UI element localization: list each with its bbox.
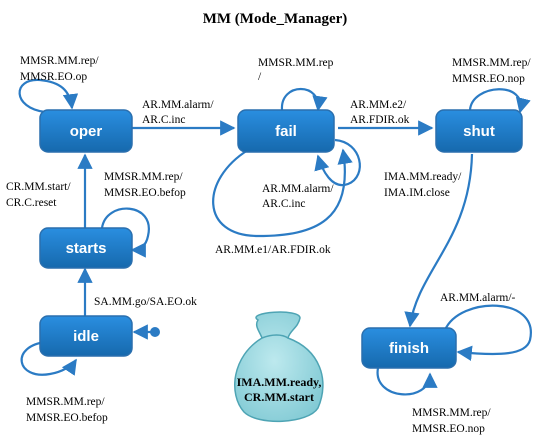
initial-state-dot bbox=[150, 327, 160, 337]
oper-to-fail-label-line1: AR.MM.alarm/ bbox=[142, 99, 214, 111]
idle-self-loop bbox=[20, 340, 77, 376]
fail-self-loop-large bbox=[212, 148, 353, 238]
state-finish[interactable]: finish bbox=[361, 327, 457, 369]
bag-label-line2: CR.MM.start bbox=[244, 390, 314, 404]
state-shut-label: shut bbox=[463, 123, 495, 140]
shut-to-finish-label-line2: IMA.IM.close bbox=[384, 187, 450, 199]
finish-self-bottom-label-line1: MMSR.MM.rep/ bbox=[412, 407, 491, 419]
shut-self-label-line1: MMSR.MM.rep/ bbox=[452, 57, 531, 69]
shut-self-loop bbox=[468, 88, 531, 114]
bag-label-line1: IMA.MM.ready, bbox=[237, 375, 322, 389]
state-idle[interactable]: idle bbox=[39, 315, 133, 357]
fail-self-top-label-line1: MMSR.MM.rep bbox=[258, 57, 334, 69]
oper-to-fail-label-line2: AR.C.inc bbox=[142, 114, 185, 126]
state-oper-label: oper bbox=[70, 123, 103, 140]
state-finish-label: finish bbox=[389, 340, 429, 357]
fail-to-shut-label-line1: AR.MM.e2/ bbox=[350, 99, 407, 111]
shut-to-finish-label-line1: IMA.MM.ready/ bbox=[384, 171, 462, 183]
finish-self-top-label: AR.MM.alarm/- bbox=[440, 292, 516, 304]
starts-to-oper-label-line2: CR.C.reset bbox=[6, 197, 57, 209]
finish-self-loop-bottom bbox=[376, 367, 438, 396]
state-starts[interactable]: starts bbox=[39, 227, 133, 269]
starts-to-oper-label-line1: CR.MM.start/ bbox=[6, 181, 71, 193]
finish-self-bottom-label-line2: MMSR.EO.nop bbox=[412, 423, 485, 435]
fail-self-large-label: AR.MM.e1/AR.FDIR.ok bbox=[215, 244, 331, 256]
state-shut[interactable]: shut bbox=[435, 109, 523, 153]
state-oper[interactable]: oper bbox=[39, 109, 133, 153]
starts-self-label-line1: MMSR.MM.rep/ bbox=[104, 171, 183, 183]
idle-to-starts-label: SA.MM.go/SA.EO.ok bbox=[94, 296, 197, 308]
shut-self-label-line2: MMSR.EO.nop bbox=[452, 73, 525, 85]
oper-self-loop bbox=[18, 78, 79, 114]
idle-self-label-line1: MMSR.MM.rep/ bbox=[26, 396, 105, 408]
fail-self-loop-top bbox=[280, 87, 328, 112]
state-fail[interactable]: fail bbox=[237, 109, 335, 153]
oper-self-label-line2: MMSR.EO.op bbox=[20, 71, 87, 83]
fail-self-top-label-line2: / bbox=[258, 71, 262, 83]
diagram-title: MM (Mode_Manager) bbox=[203, 11, 348, 27]
fail-self-bottom-label-line1: AR.MM.alarm/ bbox=[262, 183, 334, 195]
state-fail-label: fail bbox=[275, 123, 297, 140]
idle-self-label-line2: MMSR.EO.befop bbox=[26, 412, 108, 424]
shut-to-finish-edge bbox=[404, 153, 474, 328]
starts-self-label-line2: MMSR.EO.befop bbox=[104, 187, 186, 199]
state-starts-label: starts bbox=[66, 240, 107, 257]
fail-self-loop-bottom bbox=[314, 138, 361, 187]
state-idle-label: idle bbox=[73, 328, 99, 345]
fail-to-shut-label-line2: AR.FDIR.ok bbox=[350, 114, 410, 126]
oper-self-label-line1: MMSR.MM.rep/ bbox=[20, 55, 99, 67]
bag-icon bbox=[234, 311, 324, 422]
fail-self-bottom-label-line2: AR.C.inc bbox=[262, 198, 305, 210]
starts-self-loop bbox=[100, 207, 150, 258]
finish-self-loop-top bbox=[443, 304, 532, 361]
